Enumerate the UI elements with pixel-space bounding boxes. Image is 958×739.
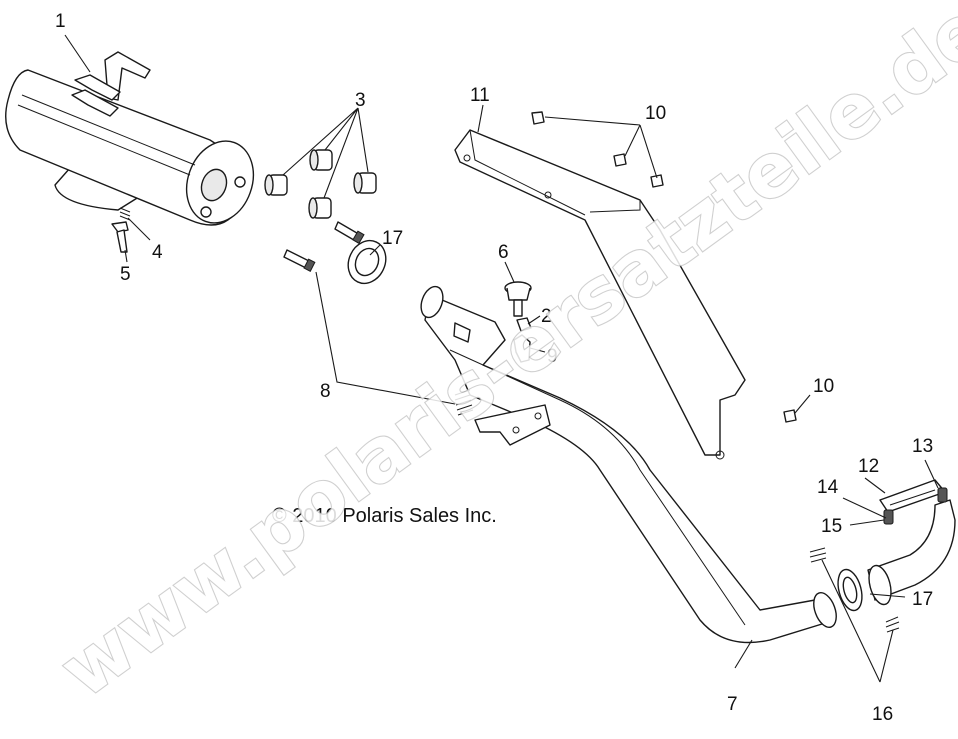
callout-14: 14: [817, 477, 839, 498]
studs: [283, 221, 365, 272]
head-pipe: [837, 479, 956, 612]
clamp-hardware: [504, 281, 532, 363]
callout-11: 11: [470, 85, 490, 106]
callout-17-lower: 17: [912, 589, 933, 610]
muffler: [5, 51, 255, 226]
leader-lines: [64, 34, 939, 683]
callout-8: 8: [320, 381, 331, 402]
exhaust-pipe: [420, 285, 837, 644]
callout-10-upper: 10: [645, 103, 666, 124]
gasket-upper: [347, 239, 387, 285]
callout-1: 1: [55, 11, 66, 32]
callout-12: 12: [858, 456, 879, 477]
callout-4: 4: [152, 242, 163, 263]
springs: [454, 389, 900, 633]
callout-2: 2: [541, 306, 552, 327]
callout-10-lower: 10: [813, 376, 834, 397]
callout-17-upper: 17: [382, 228, 403, 249]
bolts: [531, 111, 797, 423]
heat-shield: [454, 129, 746, 460]
callout-9: 9: [547, 346, 558, 367]
callout-7: 7: [727, 694, 738, 715]
callout-3: 3: [355, 90, 366, 111]
callout-13: 13: [912, 436, 933, 457]
copyright-notice: © 2010 Polaris Sales Inc.: [272, 505, 497, 527]
grommets: [264, 149, 377, 219]
callouts: 1 3 4 5 17 6 2 9 8 11 10 10 7 12 13 14 1…: [55, 11, 933, 725]
callout-15: 15: [821, 516, 842, 537]
callout-6: 6: [498, 242, 509, 263]
callout-5: 5: [120, 264, 131, 285]
spring-clip: [111, 207, 131, 253]
callout-16: 16: [872, 704, 893, 725]
